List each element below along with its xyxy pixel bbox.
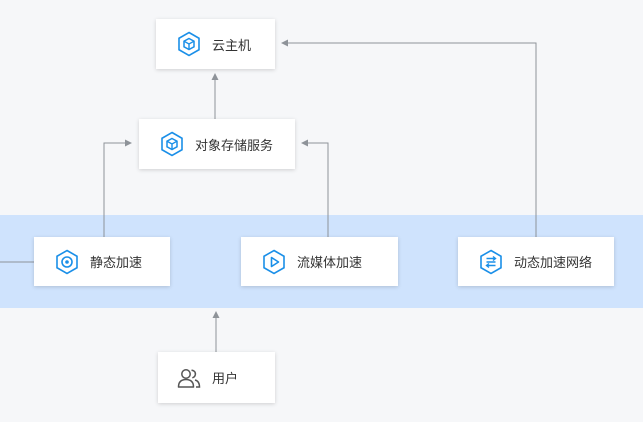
node-label: 静态加速 (90, 256, 143, 271)
node-label: 云主机 (212, 38, 252, 54)
node-label: 流媒体加速 (297, 256, 363, 271)
node-label: 动态加速网络 (514, 256, 593, 271)
dynamic-network-hexagon-icon (480, 249, 502, 274)
arrow-static-to-cos (103, 139, 132, 237)
static-acceleration-hexagon-icon (56, 249, 78, 274)
user-node[interactable]: 用户 (158, 352, 275, 403)
cloud-server-hexagon-icon (178, 31, 200, 57)
cloud-server-node[interactable]: 云主机 (156, 19, 275, 69)
streaming-play-hexagon-icon (263, 249, 285, 274)
object-storage-hexagon-icon (161, 131, 183, 157)
object-storage-node[interactable]: 对象存储服务 (139, 119, 295, 169)
arrow-streaming-to-cos (301, 139, 329, 237)
streaming-acceleration-node[interactable]: 流媒体加速 (241, 237, 398, 286)
users-icon (177, 368, 201, 388)
dynamic-acceleration-network-node[interactable]: 动态加速网络 (458, 237, 614, 286)
node-label: 对象存储服务 (195, 138, 274, 154)
static-acceleration-node[interactable]: 静态加速 (34, 237, 170, 286)
node-label: 用户 (212, 372, 239, 387)
arrow-dynamic-to-cvm (281, 39, 537, 237)
